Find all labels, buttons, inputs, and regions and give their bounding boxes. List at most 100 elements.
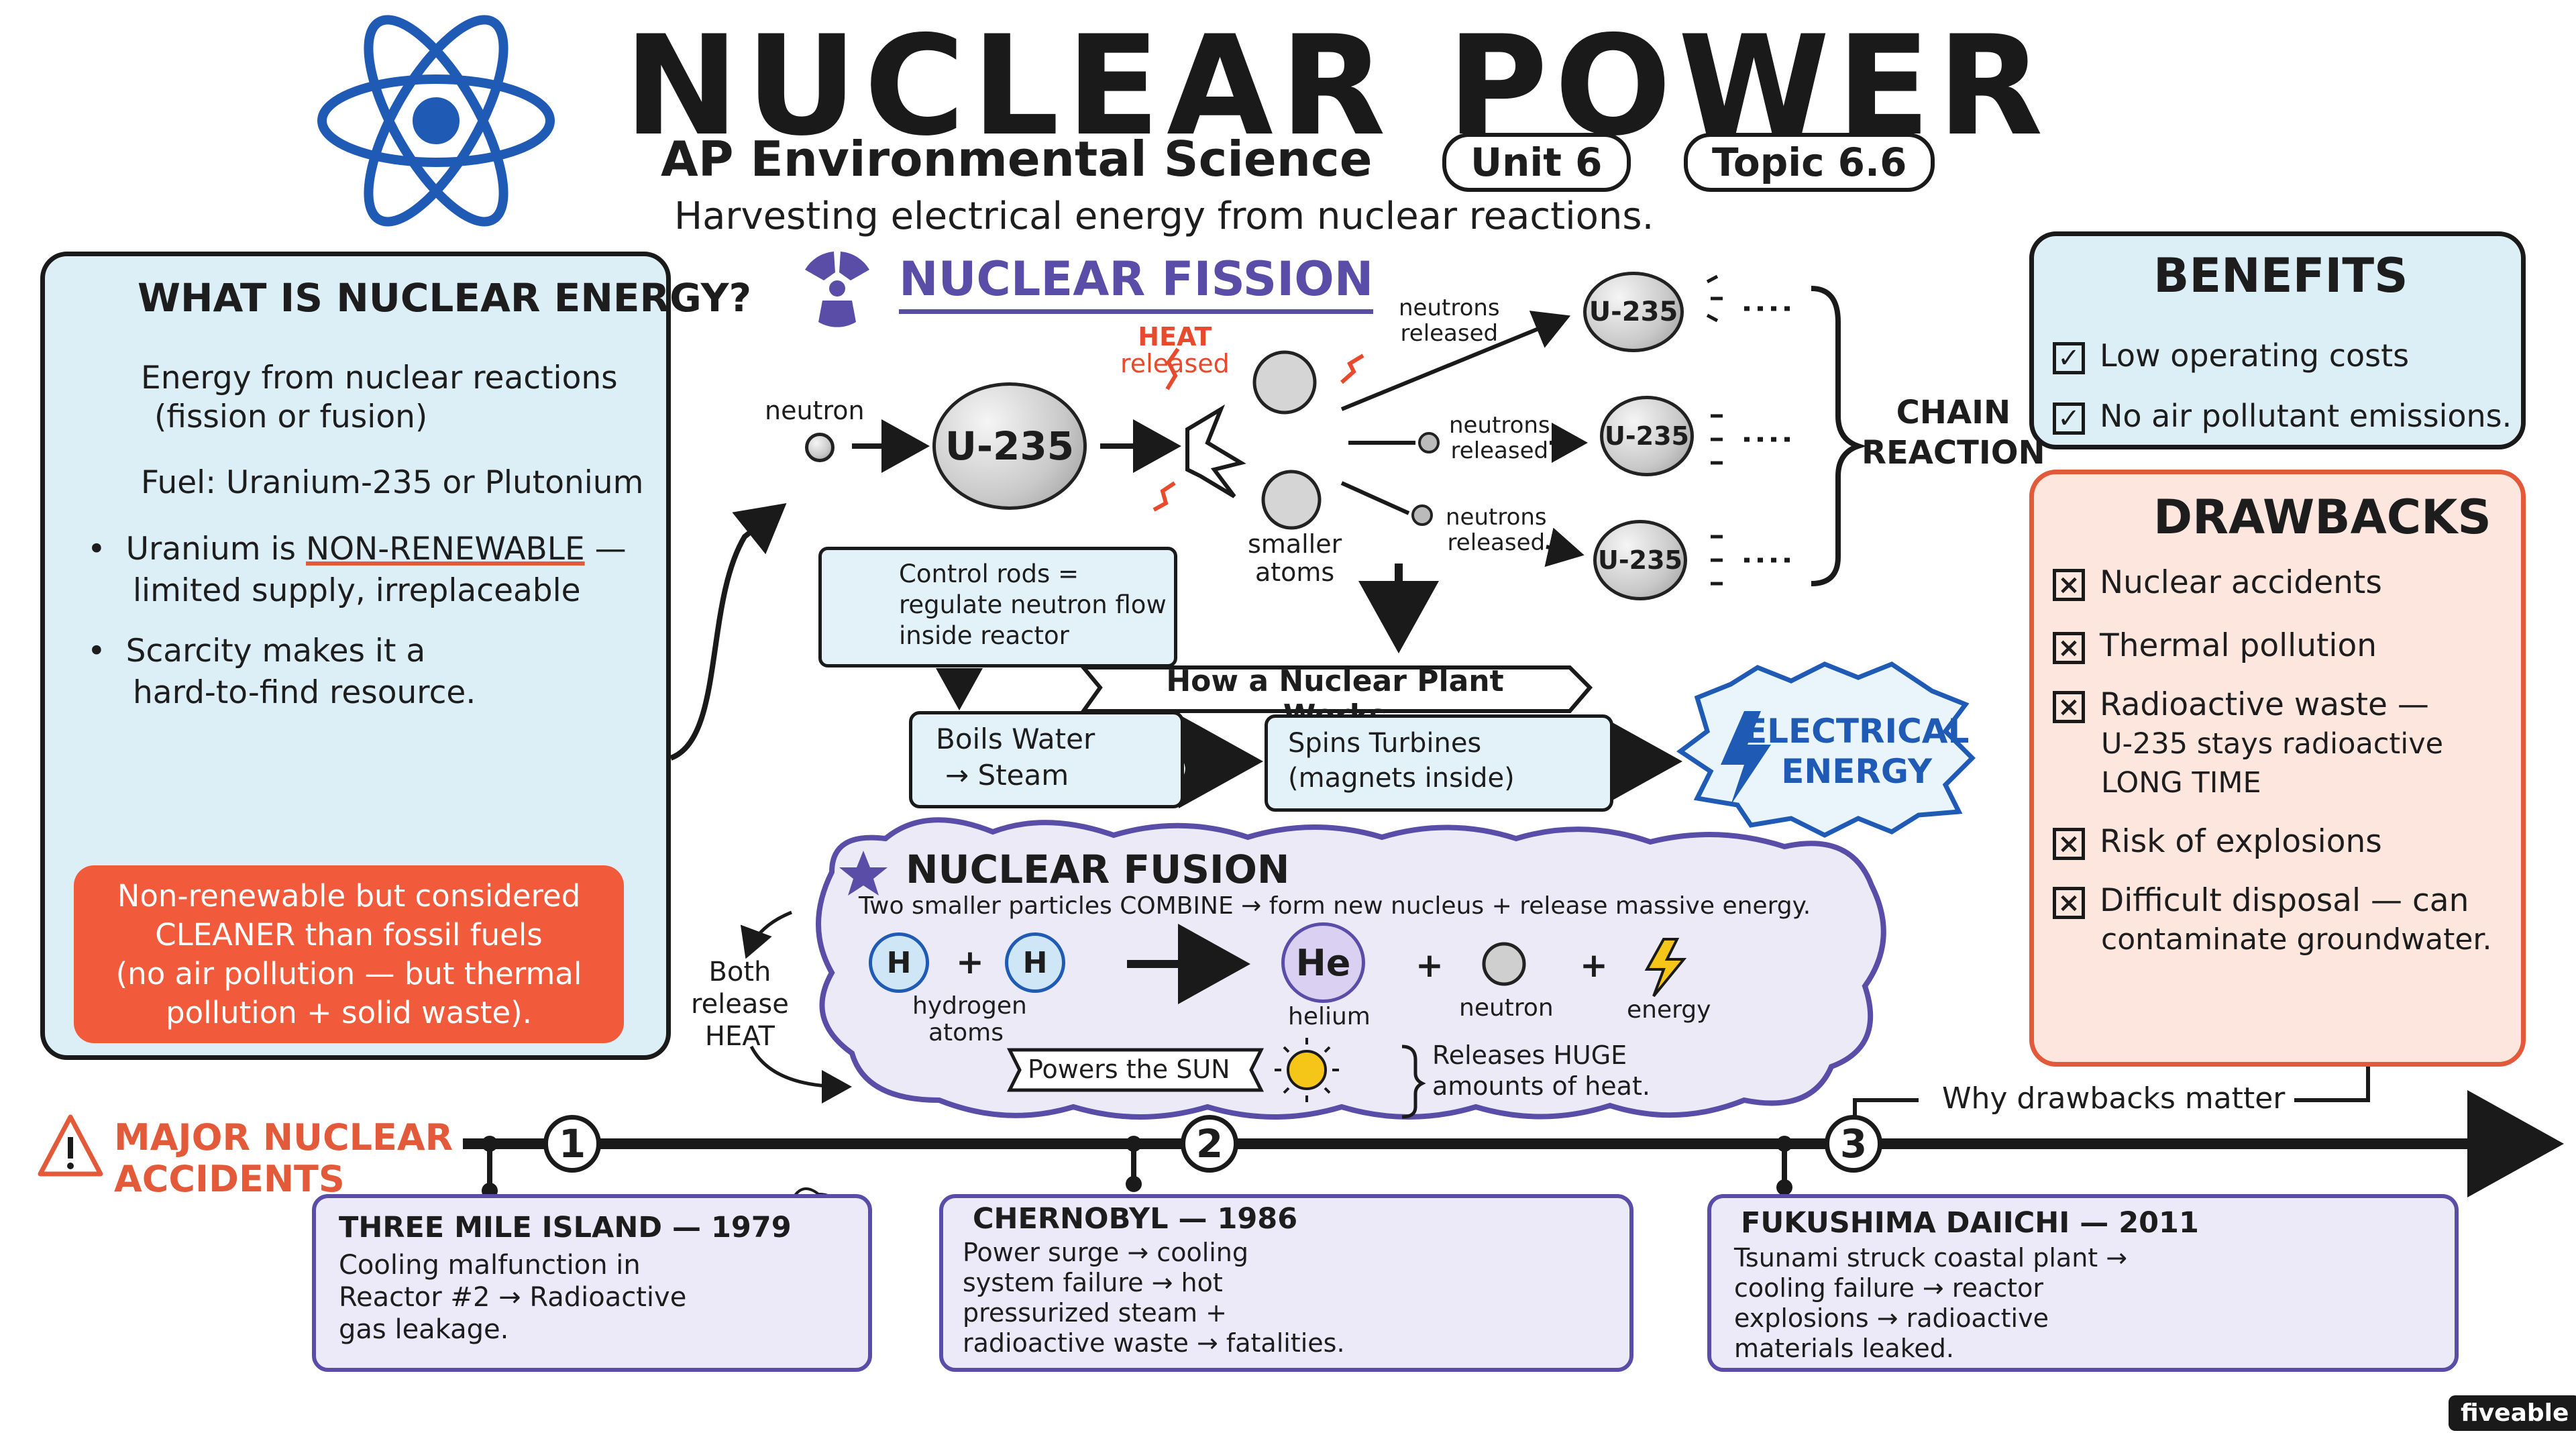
fission-heading: NUCLEAR FISSION [899, 252, 1374, 314]
tmi-line2: Reactor #2 → Radioactive [339, 1282, 687, 1313]
warning-icon [38, 1114, 103, 1177]
what-is-item-3: • Uranium is NON-RENEWABLE — limited sup… [87, 529, 627, 612]
hydrogen-atom-1: H [869, 932, 929, 993]
brand-logo: fiveable [2449, 1395, 2576, 1431]
nr1-line1: neutrons [1399, 294, 1500, 321]
accident-card-tmi [312, 1194, 872, 1372]
tagline: Harvesting electrical energy from nuclea… [674, 195, 1654, 238]
drawbacks-list: ×Nuclear accidents ×Thermal pollution ×R… [2053, 564, 2491, 959]
atom-logo-icon [317, 15, 555, 227]
checkbox-x-icon: × [2053, 631, 2085, 664]
fusion-plus-3: + [1580, 946, 1608, 985]
star-icon [839, 851, 888, 896]
accidents-heading-2: ACCIDENTS [114, 1158, 345, 1200]
u235-atom-3: U-235 [1600, 396, 1694, 476]
both-line3: HEAT [704, 1021, 775, 1052]
split-burst-icon [1185, 404, 1246, 498]
helium-atom: He [1281, 922, 1365, 1003]
releases-line1: Releases HUGE [1432, 1040, 1627, 1070]
chernobyl-line1: Power surge → cooling [963, 1238, 1249, 1267]
accidents-heading: MAJOR NUCLEAR ACCIDENTS [114, 1117, 453, 1200]
boils-water-text: Boils Water → Steam [936, 721, 1095, 794]
chernobyl-title: CHERNOBYL — 1986 [973, 1202, 1298, 1236]
spins-turbines-text: Spins Turbines (magnets inside) [1288, 726, 1515, 796]
what-is-item-1-line-1: Energy from nuclear reactions [141, 360, 618, 396]
course-subtitle: AP Environmental Science [661, 131, 1373, 187]
fusion-heading: NUCLEAR FUSION [906, 847, 1290, 892]
heat-released-label: HEAT released [1120, 323, 1230, 377]
drawback-text: Risk of explosions [2100, 823, 2382, 860]
nr1-line2: released [1400, 320, 1499, 347]
drawbacks-panel [2029, 470, 2526, 1067]
energy-bolt-icon [1644, 938, 1687, 998]
chain-label: CHAIN [1896, 394, 2011, 431]
accidents-heading-1: MAJOR NUCLEAR [114, 1116, 453, 1159]
smaller-atoms-label: smaller atoms [1248, 530, 1342, 586]
boils-water-box [909, 711, 1184, 808]
chernobyl-line4: radioactive waste → fatalities. [963, 1328, 1345, 1358]
what-is-item-1-line-2: (fission or fusion) [154, 398, 428, 435]
drawback-text: Radioactive waste — [2100, 686, 2429, 723]
neutron-output-label: neutron [1459, 994, 1554, 1022]
powers-sun-label: Powers the SUN [1028, 1055, 1230, 1084]
what-is-item-1: Energy from nuclear reactions (fission o… [141, 359, 618, 437]
drawback-text-2: contaminate groundwater. [2101, 922, 2492, 957]
lightning-bolt-icon [1721, 711, 1771, 805]
elec-line2: ENERGY [1781, 752, 1933, 791]
timeline-marker-1: 1 [543, 1115, 601, 1173]
hydrogen-line2: atoms [928, 1019, 1004, 1046]
accident-card-chernobyl [939, 1194, 1633, 1372]
tmi-description: Cooling malfunction in Reactor #2 → Radi… [339, 1249, 686, 1346]
timeline-marker-3: 3 [1825, 1115, 1882, 1173]
electrical-energy-label: ELECTRICAL ENERGY [1744, 711, 1969, 792]
drawback-item: × Thermal pollution [2053, 627, 2491, 665]
tmi-line3: gas leakage. [339, 1314, 509, 1345]
boils-line1: Boils Water [936, 722, 1095, 755]
chernobyl-description: Power surge → cooling system failure → h… [963, 1238, 1345, 1358]
spins-turbines-box [1265, 714, 1613, 812]
checkbox-x-icon: × [2053, 886, 2085, 919]
drawback-item: ×Nuclear accidents [2053, 564, 2491, 602]
fukushima-line3: explosions → radioactive [1734, 1303, 2049, 1333]
helium-label: helium [1288, 1003, 1371, 1030]
neutron-label: neutron [765, 396, 865, 425]
drawback-text-2: U-235 stays radioactive [2101, 727, 2444, 761]
drawback-item: ×Risk of explosions [2053, 822, 2491, 861]
incoming-neutron [805, 433, 835, 462]
both-line1: Both [708, 957, 771, 987]
item3-text-2: limited supply, irreplaceable [133, 572, 581, 609]
both-line2: release [691, 989, 789, 1020]
panel-to-fission-arrow [669, 503, 787, 761]
control-rods-box [818, 547, 1177, 667]
spins-line1: Spins Turbines [1288, 728, 1482, 759]
fusion-description: Two smaller particles COMBINE → form new… [859, 892, 1811, 920]
drawback-item: ×Radioactive waste — U-235 stays radioac… [2053, 686, 2491, 802]
spins-line2: (magnets inside) [1288, 763, 1515, 794]
callout-line-4: pollution + solid waste). [166, 995, 532, 1030]
non-renewable-text: NON-RENEWABLE [306, 531, 585, 568]
callout-line-2: CLEANER than fossil fuels [155, 917, 543, 953]
drawback-text: Thermal pollution [2100, 627, 2377, 664]
benefits-panel [2029, 231, 2526, 449]
u235-atom-4: U-235 [1593, 520, 1687, 600]
electrical-energy-burst [1676, 661, 1976, 838]
accident-card-fukushima [1707, 1194, 2459, 1372]
tmi-title: THREE MILE ISLAND — 1979 [339, 1211, 792, 1244]
callout-line-3: (no air pollution — but thermal [115, 956, 582, 991]
unit-badge: Unit 6 [1442, 133, 1631, 192]
hydrogen-atoms-label: hydrogen atoms [912, 993, 1027, 1046]
fukushima-line4: materials leaked. [1734, 1334, 1954, 1363]
chernobyl-line2: system failure → hot [963, 1268, 1223, 1297]
chain-brace [1811, 286, 1867, 586]
item4-text-2: hard-to-find resource. [133, 674, 476, 711]
drawback-item: ×Difficult disposal — can contaminate gr… [2053, 881, 2491, 959]
checkbox-x-icon: × [2053, 568, 2085, 601]
item3-dash: — [594, 531, 627, 568]
chernobyl-line3: pressurized steam + [963, 1298, 1227, 1328]
item3-text: Uranium is [125, 531, 297, 568]
benefit-text: No air pollutant emissions. [2100, 398, 2512, 434]
radiation-icon [805, 252, 869, 327]
